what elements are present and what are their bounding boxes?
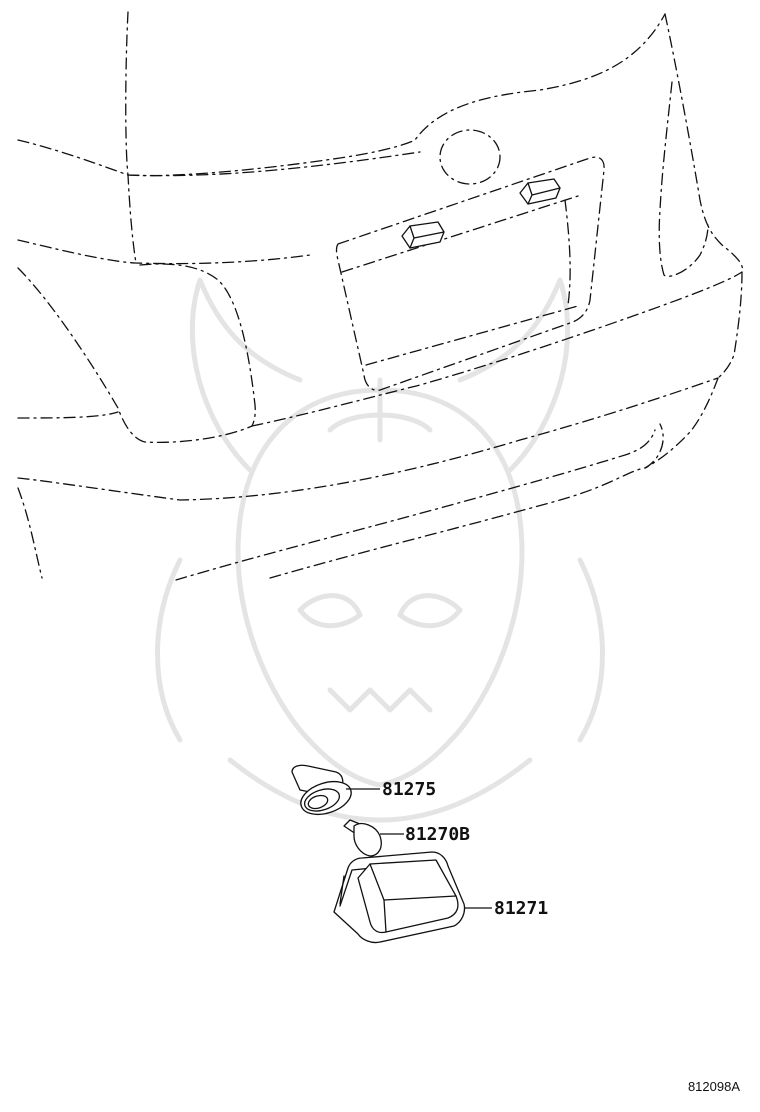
part-label-81271: 81271: [494, 898, 548, 919]
part-label-81270B: 81270B: [405, 824, 470, 845]
part-label-81275: 81275: [382, 779, 436, 800]
mounted-lamp-left: [401, 221, 445, 249]
samurai-mask-watermark-icon: [155, 277, 605, 823]
mounted-lamp-right: [519, 178, 561, 205]
wedge-bulb-icon: [343, 819, 382, 857]
vehicle-rear-outline: [17, 11, 744, 581]
license-lamp-lens-icon: [333, 851, 466, 944]
bulb-socket-icon: [291, 764, 352, 816]
figure-code: 812098A: [688, 1079, 740, 1094]
